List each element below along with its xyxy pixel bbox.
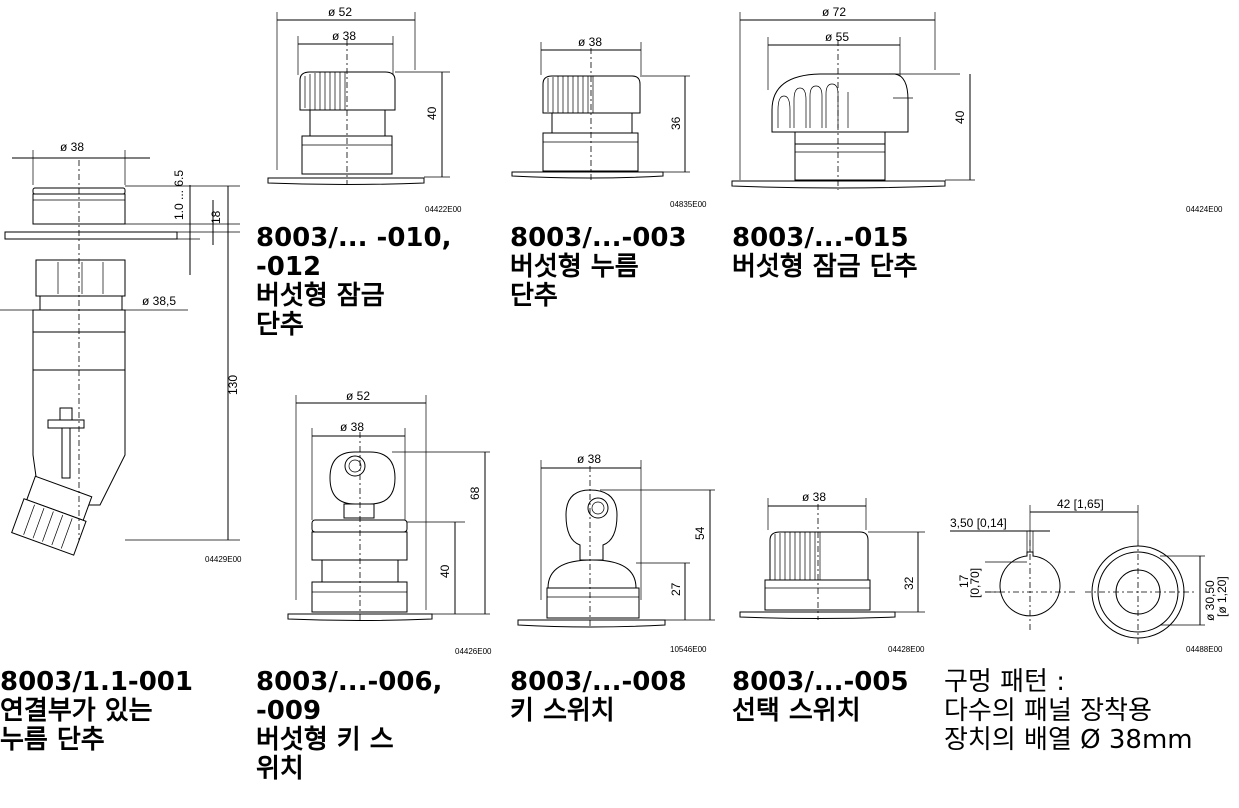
dim-key-width: 3,50 [0,14] (950, 516, 1007, 530)
dim-diameter: ø 38 (578, 35, 602, 49)
dim-height-130: 130 (226, 375, 240, 395)
dim-diameter-inner: ø 38 (332, 29, 356, 43)
caption-mushroom-lock: 8003/... -010, -012 버섯형 잠금 단추 (256, 224, 451, 340)
caption-line: 8003/...-006, (256, 667, 443, 697)
caption-mushroom-push: 8003/...-003 버섯형 누름 단추 (510, 224, 687, 311)
drawing-code: 04488E00 (1186, 645, 1223, 654)
dim-spacing: 42 [1,65] (1057, 497, 1104, 511)
caption-line: 버섯형 키 스 (256, 725, 394, 755)
dim-diameter: ø 38 (577, 452, 601, 466)
caption-connector: 8003/1.1-001 연결부가 있는 누름 단추 (0, 668, 193, 755)
caption-key-switch: 8003/...-008 키 스위치 (510, 668, 687, 726)
caption-line: 버섯형 누름 (510, 252, 639, 282)
caption-line: 단추 (256, 310, 304, 340)
dim-height-54: 54 (693, 526, 707, 540)
drawing-selector-switch: ø 38 32 04428E00 (739, 490, 925, 654)
dim-key-depth: 17 (957, 574, 971, 588)
dim-hole-diameter: ø 30,50 (1203, 580, 1217, 621)
dim-height: 32 (902, 576, 916, 590)
dim-thread-diameter: ø 38,5 (142, 294, 176, 308)
drawing-connector: ø 38 (0, 140, 242, 564)
caption-line: 선택 스위치 (732, 696, 861, 726)
drawing-code: 10546E00 (670, 645, 707, 654)
drawing-mushroom-push: ø 38 36 04835E00 (511, 35, 707, 209)
caption-line: 8003/1.1-001 (0, 667, 193, 697)
dim-hole-diameter-inch: [ø 1,20] (1215, 576, 1229, 617)
drawing-code: 04426E00 (455, 647, 492, 656)
dim-height: 40 (953, 110, 967, 124)
caption-line: 위치 (256, 754, 304, 784)
drawing-code: 04429E00 (205, 555, 242, 564)
caption-line: 8003/...-003 (510, 223, 687, 253)
caption-line: 구멍 패턴 : (944, 667, 1065, 697)
caption-line: 연결부가 있는 (0, 696, 153, 726)
caption-mushroom-lock-72: 8003/...-015 버섯형 잠금 단추 (732, 224, 918, 282)
caption-line: -012 (256, 252, 322, 282)
dim-diameter-outer: ø 52 (346, 389, 370, 403)
drawing-code: 04422E00 (425, 205, 462, 214)
dim-diameter-inner: ø 55 (825, 30, 849, 44)
dim-diameter-top: ø 38 (60, 140, 84, 154)
dim-diameter-outer: ø 72 (822, 5, 846, 19)
dim-diameter: ø 38 (802, 490, 826, 504)
caption-line: 버섯형 잠금 단추 (732, 252, 918, 282)
drawing-code: 04424E00 (1186, 205, 1223, 214)
drawing-hole-pattern: 42 [1,65] 3,50 [0,14] 17 [0,70] ø 30,50 … (950, 497, 1229, 654)
caption-line: 8003/...-005 (732, 667, 909, 697)
dim-diameter-inner: ø 38 (340, 420, 364, 434)
dim-height-40: 40 (438, 564, 452, 578)
caption-selector-switch: 8003/...-005 선택 스위치 (732, 668, 909, 726)
caption-line: 장치의 배열 Ø 38mm (944, 725, 1193, 755)
caption-line: 8003/...-015 (732, 223, 909, 253)
caption-hole-pattern: 구멍 패턴 : 다수의 패널 장착용 장치의 배열 Ø 38mm (944, 668, 1193, 755)
caption-line: 키 스위치 (510, 696, 615, 726)
drawing-mushroom-lock: ø 52 ø 38 40 04422E00 (267, 5, 462, 214)
caption-line: 8003/...-008 (510, 667, 687, 697)
dim-height-27: 27 (669, 582, 683, 596)
dim-key-depth-inch: [0,70] (968, 568, 982, 598)
caption-line: 단추 (510, 281, 558, 311)
drawing-mushroom-lock-72: ø 72 ø 55 40 04424E00 (731, 5, 1223, 214)
dim-height-18: 18 (209, 210, 223, 224)
dim-diameter-outer: ø 52 (328, 5, 352, 19)
drawing-mushroom-key: ø 52 ø 38 68 40 04426E00 (287, 389, 492, 656)
dim-height: 40 (425, 106, 439, 120)
caption-line: 다수의 패널 장착용 (944, 696, 1152, 726)
dim-height: 36 (669, 116, 683, 130)
drawing-code: 04835E00 (670, 200, 707, 209)
caption-line: 8003/... -010, (256, 223, 452, 253)
dim-panel-thickness: 1.0 ... 6.5 (172, 170, 186, 220)
drawing-code: 04428E00 (888, 645, 925, 654)
dim-height-68: 68 (468, 486, 482, 500)
caption-line: 버섯형 잠금 (256, 281, 385, 311)
caption-mushroom-key: 8003/...-006, -009 버섯형 키 스 위치 (256, 668, 442, 784)
caption-line: 누름 단추 (0, 725, 105, 755)
caption-line: -009 (256, 696, 322, 726)
drawing-key-switch: ø 38 54 27 10546E00 (517, 452, 715, 654)
